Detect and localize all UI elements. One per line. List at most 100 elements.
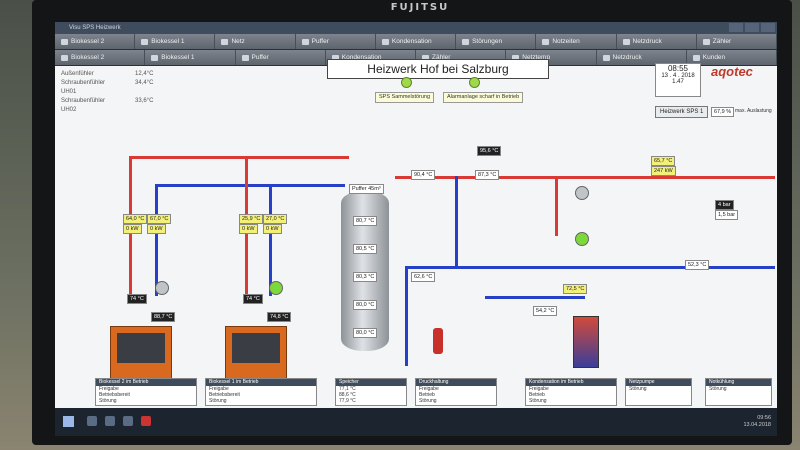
- status-line: Störung: [709, 386, 727, 392]
- boiler1-temp-2: 27,0 °C: [263, 214, 288, 224]
- consumer-power: 247 kW: [651, 166, 676, 176]
- status-title: Biokessel 2 im Betrieb: [96, 379, 196, 386]
- return-pipe-top: [155, 184, 345, 187]
- nav-tab-row1-2[interactable]: Netz: [215, 34, 296, 49]
- tank-temp-0: 80,7 °C: [353, 216, 378, 226]
- task-view-icon[interactable]: [105, 416, 115, 426]
- nav-label: Puffer: [311, 38, 329, 45]
- app-icon[interactable]: [141, 416, 151, 426]
- nav-label: Kondensation: [341, 54, 382, 61]
- status-title: Kondensation im Betrieb: [526, 379, 616, 386]
- clock-time: 08:55: [667, 64, 689, 73]
- nav-tab-row2-4[interactable]: Zähler: [416, 50, 507, 65]
- return-pipe-network: [405, 266, 775, 269]
- maximize-button[interactable]: [745, 23, 759, 32]
- boiler2-flow-2: 88,7 °C: [151, 312, 176, 322]
- status-line: Störung: [529, 398, 547, 404]
- tank-temp-1: 80,5 °C: [353, 244, 378, 254]
- close-button[interactable]: [761, 23, 775, 32]
- condensation-pipe: [485, 296, 585, 299]
- nav-tab-row2-5[interactable]: Netztemp: [506, 50, 597, 65]
- windows-start-icon[interactable]: [63, 416, 74, 427]
- boiler1-flow: 74 °C: [243, 294, 263, 304]
- nav-icon: [381, 38, 389, 45]
- nav-tab-row1-4[interactable]: Kondensation: [376, 34, 457, 49]
- alarm-pill-alarm: Alarmanlage scharf in Betrieb: [443, 92, 524, 103]
- nav-tab-row2-6[interactable]: Netzdruck: [597, 50, 687, 65]
- pump-boiler2[interactable]: [155, 281, 169, 295]
- nav-icon: [61, 38, 68, 45]
- nav-label: Notzeiten: [552, 38, 580, 45]
- reading-value: 33,6°C: [135, 98, 154, 104]
- main-return-temp: 62,6 °C: [411, 272, 436, 282]
- nav-tab-row2-1[interactable]: Biokessel 1: [145, 50, 236, 65]
- clock-value: 1.47: [672, 79, 684, 85]
- nav-icon: [221, 38, 229, 45]
- buffer-tank: [341, 191, 389, 351]
- tank-temp-2: 80,3 °C: [353, 272, 378, 282]
- status-title: Biokessel 1 im Betrieb: [206, 379, 316, 386]
- pump-boiler1[interactable]: [269, 281, 283, 295]
- nav-tab-row2-3[interactable]: Kondensation: [326, 50, 416, 65]
- network-return-temp: 52,3 °C: [685, 260, 710, 270]
- explorer-icon[interactable]: [123, 416, 133, 426]
- network-pump-2[interactable]: [575, 186, 589, 200]
- nav-tab-row1-3[interactable]: Puffer: [296, 34, 376, 49]
- nav-label: Zähler: [712, 38, 732, 45]
- reading-label: Schraubenfühler UH02: [61, 98, 106, 113]
- network-pressure: 4 bar: [715, 200, 734, 210]
- status-title: Netzpumpe: [626, 379, 691, 386]
- nav-label: Biokessel 1: [151, 38, 185, 45]
- nav-icon: [61, 54, 68, 61]
- nav-tab-row2-0[interactable]: Biokessel 2: [55, 50, 146, 65]
- tank-title: Puffer 45m³: [349, 184, 384, 194]
- nav-tab-row2-7[interactable]: Kunden: [687, 50, 777, 65]
- nav-label: Puffer: [251, 54, 269, 61]
- nav-tab-row1-7[interactable]: Netzdruck: [617, 34, 697, 49]
- nav-label: Biokessel 2: [71, 54, 105, 61]
- nav-tab-row2-2[interactable]: Puffer: [236, 50, 326, 65]
- nav-icon: [331, 54, 339, 61]
- status-title: Druckhaltung: [416, 379, 496, 386]
- tank-temp-3: 80,0 °C: [353, 300, 378, 310]
- nav-icon: [301, 38, 309, 45]
- network-pump[interactable]: [575, 232, 589, 246]
- system-tray: 09:56 13.04.2018: [743, 415, 771, 429]
- reading-label: Schraubenfühler UH01: [61, 80, 106, 95]
- minimize-button[interactable]: [729, 23, 743, 32]
- nav-icon: [462, 38, 470, 45]
- nav-tab-row1-8[interactable]: Zähler: [697, 34, 777, 49]
- nav-tab-row1-0[interactable]: Biokessel 2: [55, 34, 136, 49]
- status-line: Freigabe: [419, 386, 439, 392]
- boiler1-kw-2: 0 kW: [263, 224, 282, 234]
- sps-button[interactable]: Heizwerk SPS 1: [655, 106, 709, 118]
- power-value: 67,9 %: [711, 107, 735, 117]
- consumer-temp: 65,7 °C: [651, 156, 676, 166]
- search-icon[interactable]: [87, 416, 97, 426]
- status-line: Freigabe: [99, 386, 119, 392]
- nav-tab-row1-5[interactable]: Störungen: [456, 34, 537, 49]
- nav-icon: [151, 54, 159, 61]
- monitor-brand: FUJITSU: [390, 2, 450, 13]
- nav-label: Kondensation: [391, 38, 432, 45]
- status-line: 77,9 °C: [339, 398, 356, 404]
- boiler1-flow-2: 74,8 °C: [267, 312, 292, 322]
- condensation-unit[interactable]: [573, 316, 599, 368]
- reading-value: 12,4°C: [135, 71, 154, 77]
- status-line: 88,6 °C: [339, 392, 356, 398]
- nav-tab-row1-6[interactable]: Notzeiten: [536, 34, 617, 49]
- boiler2-temp-1: 64,0 °C: [123, 214, 148, 224]
- nav-icon: [692, 54, 700, 61]
- condensation-temp-1: 72,5 °C: [563, 284, 588, 294]
- nav-label: Zähler: [432, 54, 451, 61]
- boiler1-kw-1: 0 kW: [239, 224, 258, 234]
- nav-icon: [241, 54, 249, 61]
- return-pipe-boiler2: [155, 184, 158, 296]
- alarm-pill-sps: SPS Sammelstörung: [375, 92, 435, 103]
- return-pipe-tank: [405, 266, 408, 366]
- supply-pipe-pumps: [555, 176, 558, 236]
- nav-tab-row1-1[interactable]: Biokessel 1: [135, 34, 216, 49]
- reading-value: 34,4°C: [135, 80, 154, 86]
